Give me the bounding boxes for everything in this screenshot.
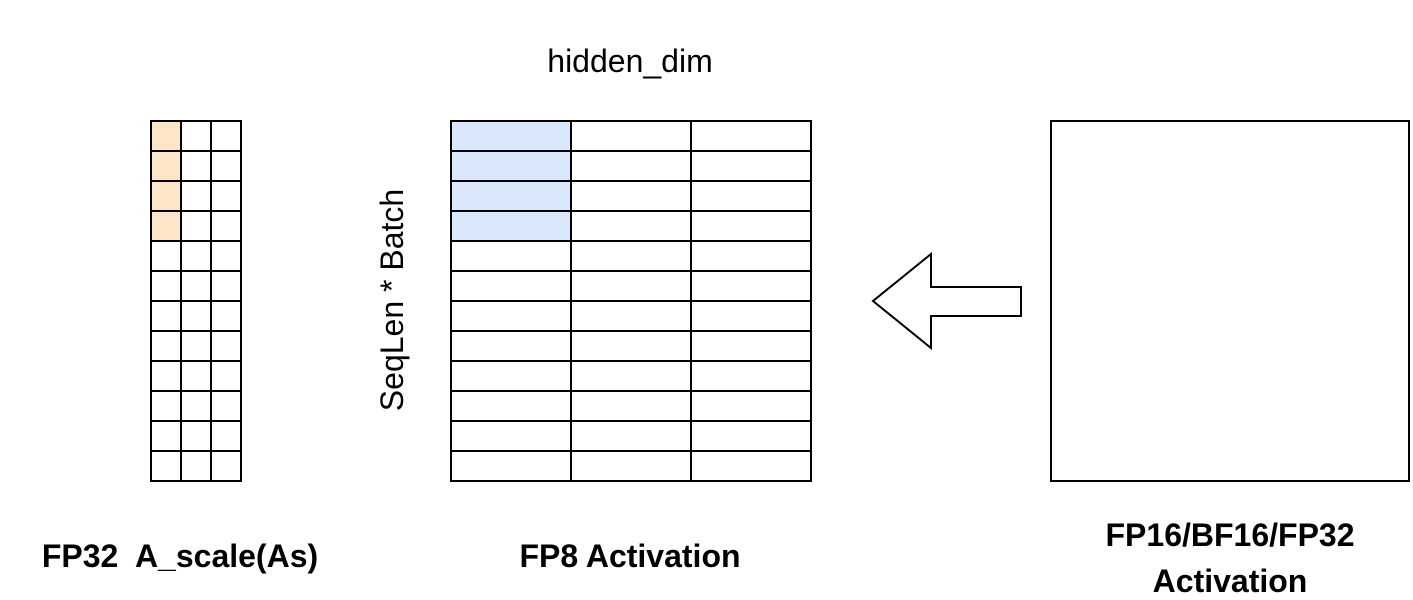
scale-grid-cell-highlighted: [150, 120, 182, 152]
scale-grid-cell: [210, 420, 242, 452]
hidden-dim-label: hidden_dim: [547, 43, 712, 79]
fp8-grid-cell: [570, 120, 692, 152]
scale-grid-cell: [210, 210, 242, 242]
scale-grid-cell: [210, 240, 242, 272]
scale-grid-cell: [180, 330, 212, 362]
scale-grid-cell: [150, 390, 182, 422]
scale-grid-cell: [210, 390, 242, 422]
fp8-grid-cell-highlighted: [450, 210, 572, 242]
scale-grid-cell: [210, 330, 242, 362]
fp8-grid-cell: [690, 210, 812, 242]
fp8-activation-grid: [450, 120, 812, 482]
fp8-grid-cell: [690, 330, 812, 362]
fp8-grid-cell: [450, 360, 572, 392]
fp8-grid-cell: [570, 330, 692, 362]
fp8-grid-cell: [690, 270, 812, 302]
scale-grid-cell-highlighted: [150, 150, 182, 182]
fp8-grid-cell: [450, 240, 572, 272]
scale-grid-cell: [210, 360, 242, 392]
fp8-grid-cell: [450, 300, 572, 332]
fp8-grid-cell: [450, 420, 572, 452]
scale-grid-cell: [210, 150, 242, 182]
fp8-grid-cell: [690, 450, 812, 482]
scale-grid-cell: [180, 120, 212, 152]
scale-grid-cell: [150, 300, 182, 332]
conversion-arrow-icon: [871, 251, 1022, 351]
scale-grid-cell: [180, 300, 212, 332]
scale-grid-cell: [180, 150, 212, 182]
fp8-grid-cell: [570, 240, 692, 272]
scale-grid-cell: [180, 450, 212, 482]
fp8-grid-cell: [570, 420, 692, 452]
scale-grid-cell: [150, 270, 182, 302]
fp8-grid-cell: [570, 300, 692, 332]
scale-grid-cell: [210, 120, 242, 152]
scale-grid-cell: [150, 330, 182, 362]
fp8-grid-cell: [570, 270, 692, 302]
fp8-grid-cell: [690, 300, 812, 332]
scale-grid-cell: [150, 360, 182, 392]
scale-grid-cell: [150, 240, 182, 272]
source-caption-line2: Activation: [1153, 563, 1308, 599]
scale-grid-cell: [210, 270, 242, 302]
scale-grid-cell: [180, 390, 212, 422]
fp8-grid-cell: [450, 390, 572, 422]
fp8-grid-cell: [570, 390, 692, 422]
fp8-grid-cell: [570, 450, 692, 482]
fp8-grid-cell-highlighted: [450, 120, 572, 152]
fp8-grid-cell: [450, 330, 572, 362]
scale-grid-cell: [180, 210, 212, 242]
fp8-grid-cell: [570, 360, 692, 392]
scale-grid-cell: [210, 180, 242, 212]
scale-grid-cell: [180, 420, 212, 452]
fp8-grid-cell: [690, 240, 812, 272]
scale-grid-cell: [210, 450, 242, 482]
scale-caption: FP32 A_scale(As): [42, 538, 318, 574]
fp8-grid-cell: [690, 180, 812, 212]
scale-grid-cell: [180, 180, 212, 212]
fp8-grid-cell-highlighted: [450, 150, 572, 182]
fp8-grid-cell: [690, 420, 812, 452]
scale-grid-cell: [150, 450, 182, 482]
fp8-grid-cell: [450, 270, 572, 302]
fp8-grid-cell: [690, 390, 812, 422]
source-caption-line1: FP16/BF16/FP32: [1106, 517, 1355, 553]
fp8-grid-cell: [570, 210, 692, 242]
fp8-caption: FP8 Activation: [519, 538, 740, 574]
scale-grid-cell: [210, 300, 242, 332]
scale-grid-cell-highlighted: [150, 210, 182, 242]
fp8-grid-cell: [690, 150, 812, 182]
source-activation-box: [1050, 120, 1410, 482]
scale-grid-cell: [180, 240, 212, 272]
scale-grid: [150, 120, 242, 482]
fp8-grid-cell-highlighted: [450, 180, 572, 212]
fp8-grid-cell: [570, 150, 692, 182]
seqlen-batch-label: SeqLen * Batch: [374, 189, 410, 411]
scale-grid-cell-highlighted: [150, 180, 182, 212]
fp8-grid-cell: [690, 120, 812, 152]
scale-grid-cell: [150, 420, 182, 452]
scale-grid-cell: [180, 270, 212, 302]
scale-grid-cell: [180, 360, 212, 392]
fp8-grid-cell: [450, 450, 572, 482]
fp8-grid-cell: [690, 360, 812, 392]
fp8-grid-cell: [570, 180, 692, 212]
